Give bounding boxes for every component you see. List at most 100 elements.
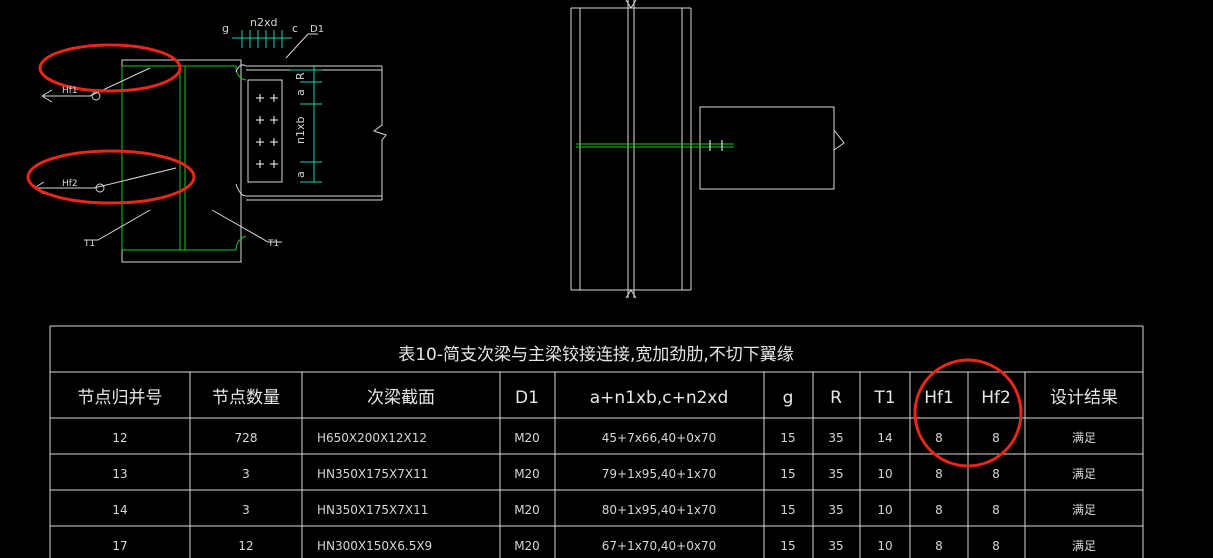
column-center [627,0,635,298]
table-cell: 79+1x95,40+1x70 [602,467,716,481]
flange-weld [235,64,247,197]
bolt [256,160,264,168]
t1-right-leader [211,209,282,243]
label-t1-right: T1 [267,239,279,249]
table-cell: 15 [780,431,795,445]
bolt [256,138,264,146]
hf2-marker [95,183,105,193]
table-text: 表10-简支次梁与主梁铰接连接,宽加劲肋,不切下翼缘 节点归并号 节点数量 次梁截面… [78,345,1119,553]
hf2-highlight-circle [26,149,196,205]
table-cell: M20 [514,467,540,481]
stiffener-inner [121,66,186,250]
bolt [256,94,264,102]
bolt [270,116,278,124]
table-cell: 8 [935,467,943,481]
t1-left-leader [84,209,151,241]
table-cell: 满足 [1072,503,1096,517]
label-dim-a-bottom: a [294,171,307,178]
table-header-cell: Hf1 [924,388,954,408]
secondary-beam-break [833,129,845,151]
column-outline [570,7,692,291]
result-table [49,325,1144,558]
table-header-cell: Hf2 [981,388,1011,408]
table-cell: 35 [828,539,843,553]
table-cell: 12 [112,431,127,445]
table-cell: 45+7x66,40+0x70 [602,431,716,445]
connection-detail-left [26,30,387,263]
connection-plate-line [576,143,734,148]
table-cell: 14 [112,503,127,517]
bolt [270,94,278,102]
top-dimension-lines [232,30,292,48]
label-t1-left: T1 [83,239,95,249]
table-cell: 8 [935,431,943,445]
table-cell: 8 [992,467,1000,481]
label-g: g [222,22,229,35]
secondary-beam-side [699,106,835,190]
table-cell: 67+1x70,40+0x70 [602,539,716,553]
bolt [270,138,278,146]
bolt [256,116,264,124]
table-cell: HN350X175X7X11 [317,467,428,481]
drawing-labels: g n2xd c D1 Hf1 Hf2 T1 T1 a R n1xb a [62,16,324,249]
label-dim-n1xb: n1xb [294,117,307,144]
table-outer [49,325,1144,558]
table-header-cell: 次梁截面 [367,388,435,408]
label-dim-r: R [294,72,307,80]
table-cell: M20 [514,503,540,517]
table-cell: 14 [877,431,892,445]
table-cell: 3 [242,467,250,481]
table-cell: 满足 [1072,431,1096,445]
table-cell: 10 [877,467,892,481]
label-d1: D1 [310,24,324,35]
table-cell: 12 [238,539,253,553]
table-header-cell: 设计结果 [1050,388,1118,408]
table-title: 表10-简支次梁与主梁铰接连接,宽加劲肋,不切下翼缘 [398,345,794,365]
table-cell: 10 [877,539,892,553]
table-header-cell: 节点归并号 [78,388,163,408]
table-cell: 满足 [1072,467,1096,481]
table-cell: 13 [112,467,127,481]
shear-plate [247,79,283,183]
label-hf2: Hf2 [62,179,78,189]
table-cell: 728 [235,431,258,445]
table-cell: 10 [877,503,892,517]
stiffener-outline [122,65,247,251]
table-cell: 15 [780,539,795,553]
hf2-leader [33,167,177,195]
table-cell: M20 [514,431,540,445]
table-row-lines [50,371,1143,527]
table-header-cell: a+n1xb,c+n2xd [590,388,729,408]
table-cell: HN350X175X7X11 [317,503,428,517]
bolt-group [256,94,278,168]
table-cell: 35 [828,431,843,445]
secondary-beam-outline [246,65,387,201]
table-cell: 8 [992,539,1000,553]
table-cell: 满足 [1072,539,1096,553]
label-n2xd: n2xd [250,16,277,29]
d1-leader [285,33,318,59]
table-header-cell: D1 [515,388,539,408]
bolt-ticks [709,140,723,151]
table-cell: 8 [935,503,943,517]
table-cell: 17 [112,539,127,553]
table-cell: 15 [780,467,795,481]
label-hf1: Hf1 [62,86,78,96]
table-cell: 8 [935,539,943,553]
table-header-cell: 节点数量 [212,388,280,408]
table-cell: 8 [992,503,1000,517]
bolt [270,160,278,168]
hf-columns-highlight-circle [913,358,1023,468]
table-cell: 35 [828,503,843,517]
table-cell: 35 [828,467,843,481]
label-dim-a-top: a [294,89,307,96]
table-cell: 15 [780,503,795,517]
right-dimension-lines [290,66,322,183]
hf1-leader [41,67,151,103]
